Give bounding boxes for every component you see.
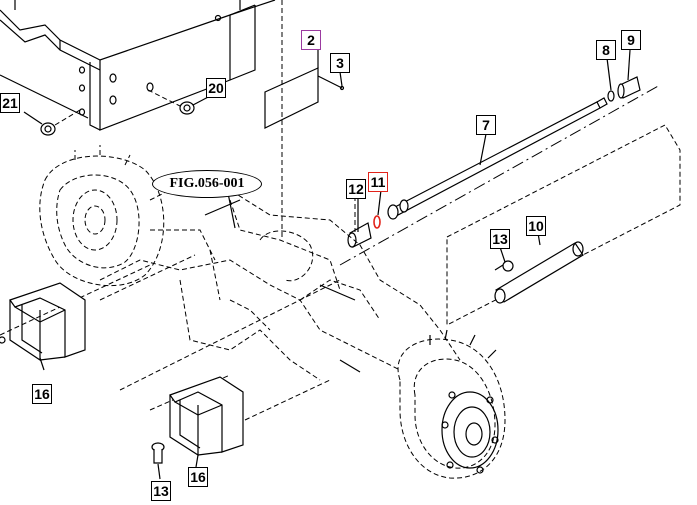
callout-16-bottom[interactable]: 16	[188, 467, 208, 487]
plate-2-part	[264, 0, 345, 240]
callout-9[interactable]: 9	[621, 30, 641, 50]
left-wheel-hub	[39, 145, 165, 287]
callout-12[interactable]: 12	[346, 179, 366, 199]
callout-16-left[interactable]: 16	[32, 384, 52, 404]
callout-11[interactable]: 11	[368, 172, 388, 192]
callout-21[interactable]: 21	[0, 93, 20, 113]
callout-13-bottom[interactable]: 13	[151, 481, 171, 501]
callout-8[interactable]: 8	[596, 40, 616, 60]
bracket-16-left-part	[0, 282, 86, 362]
callout-10[interactable]: 10	[526, 216, 546, 236]
callout-7[interactable]: 7	[476, 115, 496, 135]
callout-13-box[interactable]: 13	[490, 229, 510, 249]
callout-2[interactable]: 2	[301, 30, 321, 50]
bolt-20-part	[147, 89, 195, 115]
bolt-21-part	[40, 109, 81, 136]
leader-lines	[23, 46, 631, 480]
callout-20[interactable]: 20	[206, 78, 226, 98]
right-wheel-hub	[397, 329, 506, 479]
chassis-frame	[0, 0, 276, 131]
figure-reference-link[interactable]: FIG.056-001	[152, 170, 262, 198]
bracket-16-bottom-part	[151, 376, 244, 464]
callout-3[interactable]: 3	[330, 53, 350, 73]
parts-inset-box	[446, 124, 681, 326]
